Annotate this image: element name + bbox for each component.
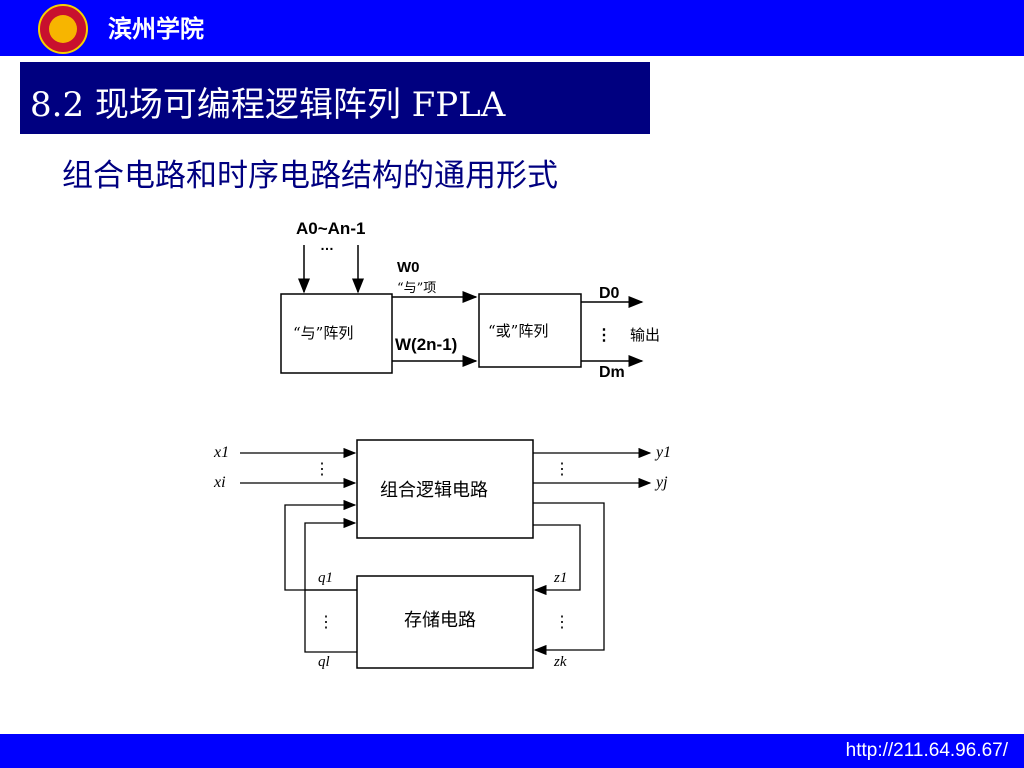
or-array-block: [478, 293, 582, 368]
footer-bar: http://211.64.96.67/: [0, 734, 1024, 768]
combinational-logic-block: [356, 439, 534, 539]
or-array-label: “或”阵列: [488, 322, 548, 340]
combinational-logic-label: 组合逻辑电路: [380, 480, 488, 501]
y1-label: y1: [654, 444, 671, 461]
output-label: 输出: [630, 326, 660, 344]
zk-label: zk: [553, 654, 567, 670]
school-name: 滨州学院: [108, 15, 204, 43]
z1-excitation-loop-inner: [533, 524, 581, 596]
school-logo-icon: [38, 4, 88, 54]
q1-label: q1: [318, 570, 333, 586]
x-vdots: ⋮: [314, 459, 330, 478]
page-title: 8.2 现场可编程逻辑阵列 FPLA: [30, 85, 506, 125]
storage-label: 存储电路: [404, 610, 476, 631]
x1-label: x1: [213, 444, 229, 461]
subtitle: 组合电路和时序电路结构的通用形式: [62, 158, 558, 194]
dm-label: Dm: [599, 364, 625, 381]
z-vdots: ⋮: [554, 612, 570, 631]
ql-feedback-loop-inner: [304, 517, 357, 653]
footer-url[interactable]: http://211.64.96.67/: [845, 740, 1008, 761]
and-term-label: “与”项: [397, 281, 436, 296]
zk-excitation-loop-outer: [533, 502, 605, 656]
w0-label: W0: [397, 259, 420, 276]
and-array-label: “与”阵列: [293, 324, 353, 342]
inputs-label: A0~An-1: [296, 219, 365, 238]
wn-label: W(2n-1): [395, 335, 457, 354]
title-box: 8.2 现场可编程逻辑阵列 FPLA: [20, 62, 650, 134]
storage-block: [356, 575, 534, 669]
q-vdots: ⋮: [318, 612, 334, 631]
output-vdots: ⋮: [596, 327, 612, 344]
z1-label: z1: [553, 570, 567, 586]
logo-flame-icon: [49, 15, 77, 43]
xi-label: xi: [213, 474, 226, 491]
yj-label: yj: [654, 474, 668, 491]
d0-label: D0: [599, 285, 620, 302]
and-array-block: [280, 293, 393, 374]
y-vdots: ⋮: [554, 459, 570, 478]
ql-label: ql: [318, 654, 330, 670]
inputs-dots: …: [320, 237, 334, 253]
header-bar: 滨州学院: [0, 0, 1024, 56]
